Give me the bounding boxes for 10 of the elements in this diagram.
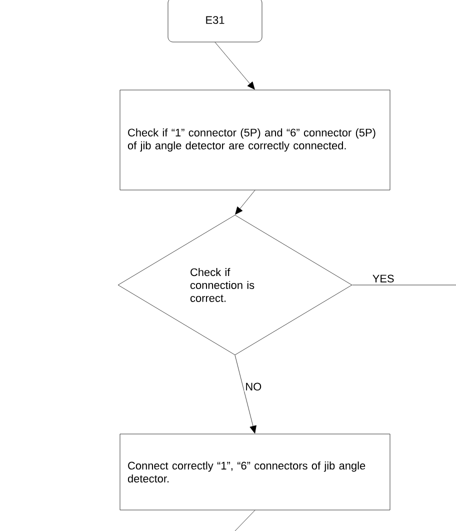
process-box: Check if “1” connector (5P) and “6” connector (5P) of jib angle detector are correctly connected. xyxy=(120,90,390,190)
terminal-box: E31 xyxy=(168,0,262,42)
edge-label: NO xyxy=(246,382,262,391)
connector-line xyxy=(352,284,456,286)
connector-line xyxy=(234,510,256,531)
arrow xyxy=(234,355,256,434)
arrow xyxy=(235,190,256,215)
process-box: Connect correctly “1”, “6” connectors of jib angle detector. xyxy=(120,434,390,510)
arrow xyxy=(214,42,255,90)
edge-label: YES xyxy=(372,274,394,282)
